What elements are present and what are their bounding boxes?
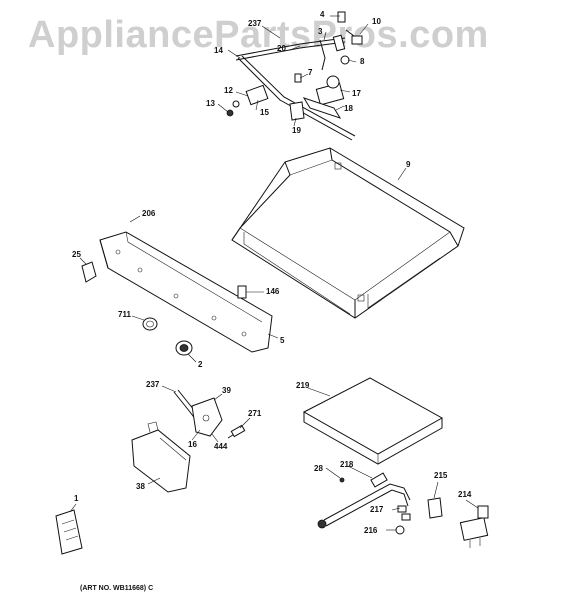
callout-38: 38	[136, 482, 145, 491]
burner-box	[231, 147, 465, 319]
burner-baffle	[302, 377, 444, 465]
callout-219: 219	[296, 381, 310, 390]
leader-lines	[69, 15, 479, 531]
callout-218: 218	[340, 460, 354, 469]
callout-7: 7	[308, 68, 313, 77]
oven-burner-assembly	[317, 472, 489, 548]
callout-4: 4	[320, 10, 325, 19]
callout-271: 271	[248, 409, 262, 418]
callout-20: 20	[277, 44, 286, 53]
callout-444: 444	[214, 442, 228, 451]
callout-217: 217	[370, 505, 384, 514]
gas-manifold-assembly	[226, 11, 363, 141]
callout-10: 10	[372, 17, 381, 26]
callout-12: 12	[224, 86, 233, 95]
callout-1: 1	[74, 494, 79, 503]
callout-19: 19	[292, 126, 301, 135]
literature-booklet	[55, 509, 83, 555]
callout-9: 9	[406, 160, 411, 169]
callout-14: 14	[214, 46, 223, 55]
callout-146: 146	[266, 287, 280, 296]
callout-13: 13	[206, 99, 215, 108]
callout-25: 25	[72, 250, 81, 259]
callout-15: 15	[260, 108, 269, 117]
callout-18: 18	[344, 104, 353, 113]
callout-17: 17	[352, 89, 361, 98]
callout-16: 16	[188, 440, 197, 449]
callout-5: 5	[280, 336, 285, 345]
manifold-panel	[81, 231, 273, 356]
callout-206: 206	[142, 209, 156, 218]
callout-8: 8	[360, 57, 365, 66]
callout-39: 39	[222, 386, 231, 395]
oven-valve-assembly	[131, 389, 246, 493]
art-number: (ART NO. WB11668) C	[80, 585, 154, 592]
watermark: AppliancePartsPros.com	[28, 14, 489, 56]
callout-237-top: 237	[248, 19, 262, 28]
callout-237-valve: 237	[146, 380, 160, 389]
callout-2: 2	[198, 360, 203, 369]
callout-3: 3	[318, 27, 323, 36]
callout-711: 711	[118, 310, 131, 319]
callout-216: 216	[364, 526, 378, 535]
callout-215: 215	[434, 471, 448, 480]
callout-214: 214	[458, 490, 472, 499]
callout-28: 28	[314, 464, 323, 473]
